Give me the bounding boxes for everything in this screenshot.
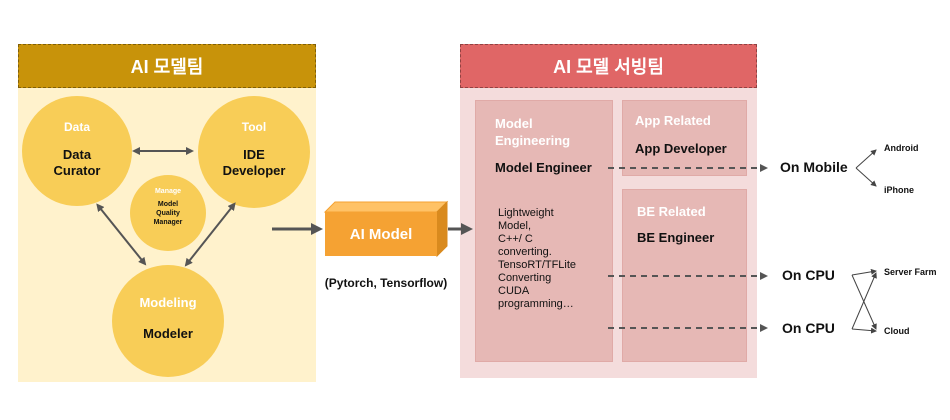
modeling-circle: Modeling Modeler (112, 265, 224, 377)
target-cloud: Cloud (884, 326, 910, 336)
target-on-mobile: On Mobile (780, 159, 848, 175)
model-engineering-main: Model Engineer (495, 160, 592, 175)
model-engineering-box: Model Engineering Model Engineer Lightwe… (475, 100, 613, 362)
tool-circle: Tool IDE Developer (198, 96, 310, 208)
arrow-cpu1-server (851, 268, 877, 276)
arrow-cpu2-cloud (851, 327, 877, 334)
model-engineering-tasks: Lightweight Model, C++/ C converting. Te… (498, 207, 577, 310)
target-iphone: iPhone (884, 185, 915, 195)
modeling-circle-main: Modeler (143, 326, 193, 341)
arrow-cpu2-server (851, 272, 877, 330)
data-circle-sub: Data (63, 120, 90, 134)
arrow-tool-modeling (184, 202, 236, 267)
be-related-main: BE Engineer (637, 230, 715, 245)
arrow-data-modeling (96, 203, 147, 266)
app-related-main: App Developer (635, 141, 727, 156)
left-panel-title-text: AI 모델팀 (130, 57, 204, 77)
app-related-sub: App Related (635, 113, 711, 128)
manage-circle-sub: Manage (154, 188, 182, 195)
app-related-box: App Related App Developer (622, 100, 747, 176)
ai-model-caption: (Pytorch, Tensorflow) (324, 276, 448, 290)
be-related-sub: BE Related (637, 204, 706, 219)
target-android: Android (884, 143, 919, 153)
manage-circle-main: Model Quality Manager (153, 201, 183, 226)
data-circle: Data Data Curator (22, 96, 132, 206)
left-panel-title: AI 모델팀 (18, 44, 316, 88)
ai-model-label: AI Model (349, 225, 413, 243)
right-panel-title-text: AI 모델 서빙팀 (553, 57, 664, 77)
arrow-iphone (855, 167, 877, 187)
right-panel-title: AI 모델 서빙팀 (460, 44, 757, 88)
model-engineering-sub: Model Engineering (495, 116, 571, 148)
target-on-cpu-2: On CPU (782, 320, 835, 336)
target-on-cpu-1: On CPU (782, 267, 835, 283)
data-circle-main: Data Curator (53, 147, 101, 178)
modeling-circle-sub: Modeling (139, 295, 197, 310)
tool-circle-main: IDE Developer (222, 147, 286, 178)
arrow-android (855, 149, 877, 169)
tool-circle-sub: Tool (241, 120, 267, 134)
target-server-farm: Server Farm (884, 267, 937, 277)
